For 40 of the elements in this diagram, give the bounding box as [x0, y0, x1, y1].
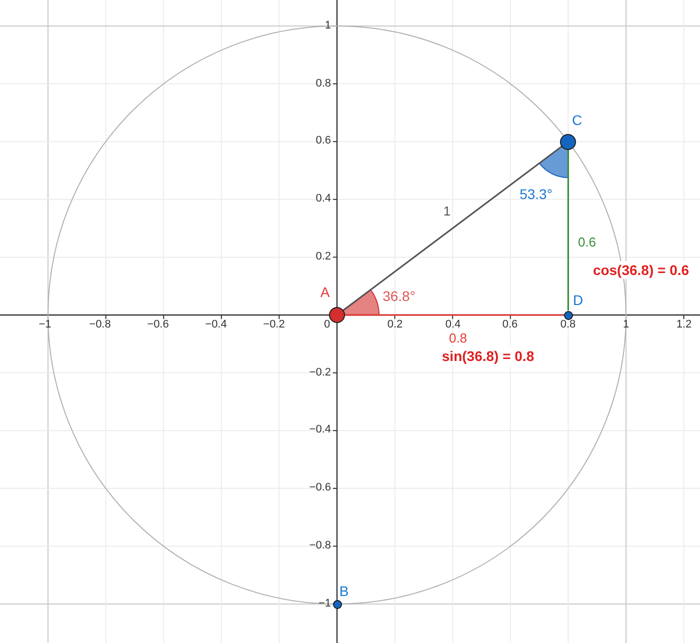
point-marker [332, 600, 342, 608]
tick-label: 0.8 [560, 320, 576, 330]
tick-label: 0.2 [387, 320, 403, 330]
tick-label: −0.6 [147, 320, 169, 330]
line-segment [567, 150, 569, 310]
tick-label: 1.2 [676, 320, 692, 330]
tick-label: 0 [324, 320, 330, 330]
point-label: B [339, 584, 349, 598]
point-label: C [572, 113, 582, 127]
tick-label: 1 [324, 20, 331, 32]
tick-label: 0.4 [316, 194, 331, 204]
angle-label: 53.3° [520, 187, 552, 201]
tick-label: −0.8 [89, 320, 111, 330]
formula-label: sin(36.8) = 0.8 [440, 347, 536, 365]
tick-label: −1 [318, 598, 331, 610]
tick-label: −0.6 [309, 482, 331, 494]
edge-label: 0.6 [578, 236, 596, 248]
tick-label: −0.2 [309, 368, 331, 378]
point-marker [564, 310, 573, 320]
formula-label: cos(36.8) = 0.6 [590, 261, 692, 279]
tick-label: 0.8 [316, 78, 331, 90]
tick-label: 0.6 [316, 136, 331, 146]
line-segment [342, 146, 562, 311]
tick-label: 0.4 [445, 320, 461, 330]
tick-label: 0.6 [502, 320, 518, 330]
line-segment [345, 314, 564, 316]
tick-label: −1 [38, 320, 52, 330]
point-label: D [572, 293, 584, 307]
tick-label: −0.4 [205, 320, 227, 330]
tick-label: −0.2 [263, 320, 285, 330]
tick-label: −0.4 [309, 424, 331, 436]
angle-label: 36.8° [382, 289, 416, 303]
point-marker [329, 307, 345, 323]
point-marker [560, 134, 576, 150]
tick-label: −0.8 [309, 540, 331, 552]
tick-label: 1 [622, 320, 630, 330]
tick-label: 0.2 [316, 252, 331, 262]
edge-label: 0.8 [448, 332, 468, 344]
edge-label: 1 [443, 204, 451, 218]
point-label: A [320, 285, 330, 299]
